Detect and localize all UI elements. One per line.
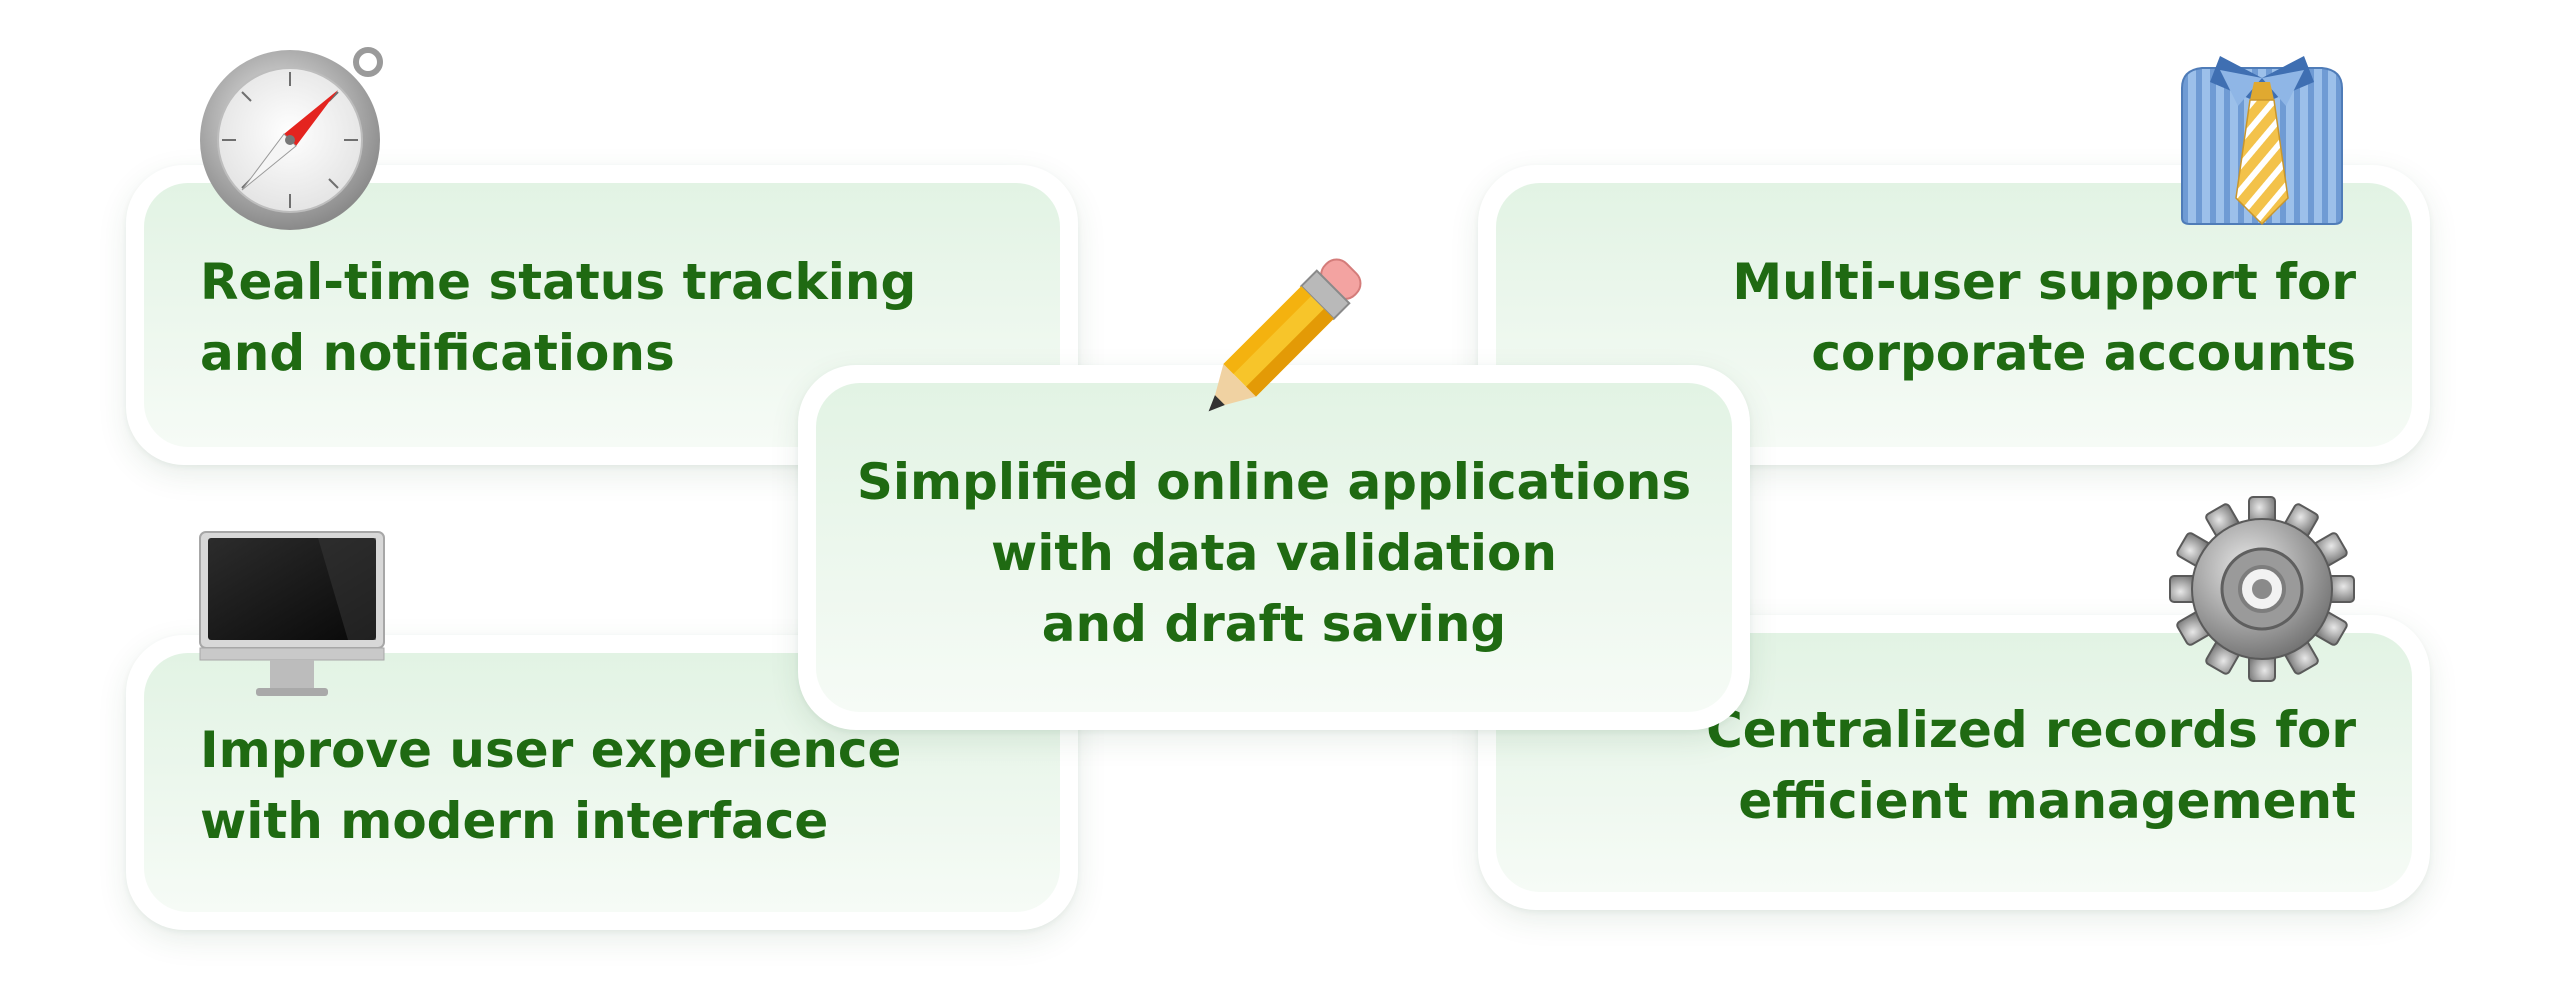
feature-line: and draft saving bbox=[1041, 595, 1507, 653]
gear-icon bbox=[2168, 495, 2356, 683]
feature-line: efficient management bbox=[1738, 772, 2356, 830]
feature-line: Real-time status tracking bbox=[200, 253, 917, 311]
feature-text-centralized-records: Centralized records for efficient manage… bbox=[1706, 695, 2356, 837]
monitor-icon bbox=[198, 530, 386, 700]
pencil-icon bbox=[1185, 245, 1375, 435]
feature-line: with data validation bbox=[991, 524, 1557, 582]
feature-line: with modern interface bbox=[200, 792, 829, 850]
shirt-tie-icon bbox=[2168, 48, 2356, 226]
feature-line: corporate accounts bbox=[1811, 324, 2356, 382]
feature-text-online-applications: Simplified online applications with data… bbox=[798, 447, 1750, 660]
compass-icon bbox=[198, 42, 388, 232]
feature-line: Simplified online applications bbox=[856, 453, 1692, 511]
card-panel bbox=[816, 383, 1732, 712]
feature-text-user-experience: Improve user experience with modern inte… bbox=[200, 715, 901, 857]
feature-line: Centralized records for bbox=[1706, 701, 2356, 759]
feature-text-status-tracking: Real-time status tracking and notificati… bbox=[200, 247, 916, 389]
feature-text-multi-user: Multi-user support for corporate account… bbox=[1732, 247, 2356, 389]
feature-line: and notifications bbox=[200, 324, 675, 382]
feature-line: Multi-user support for bbox=[1732, 253, 2356, 311]
feature-line: Improve user experience bbox=[200, 721, 902, 779]
feature-card-online-applications: Simplified online applications with data… bbox=[798, 365, 1750, 730]
